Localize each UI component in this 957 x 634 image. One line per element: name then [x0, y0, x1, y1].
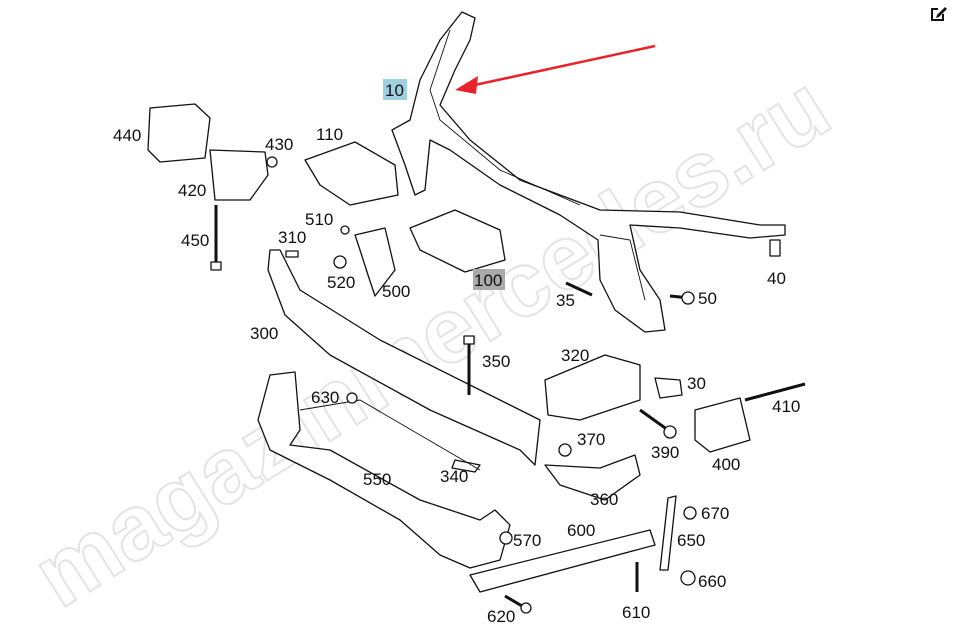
part-660[interactable]	[680, 570, 696, 586]
part-350[interactable]	[463, 335, 475, 395]
callout-40[interactable]: 40	[767, 269, 786, 288]
part-30[interactable]	[654, 377, 683, 399]
callout-630[interactable]: 630	[311, 388, 339, 407]
part-430[interactable]	[266, 156, 278, 168]
callout-440[interactable]: 440	[113, 126, 141, 145]
callout-450[interactable]: 450	[181, 231, 209, 250]
callout-620[interactable]: 620	[487, 607, 515, 626]
part-100[interactable]	[409, 209, 506, 273]
highlight-100	[473, 269, 505, 290]
callout-300[interactable]: 300	[250, 324, 278, 343]
part-570[interactable]	[499, 531, 513, 545]
part-410[interactable]	[744, 382, 806, 402]
part-310[interactable]	[285, 250, 299, 258]
callout-370[interactable]: 370	[577, 430, 605, 449]
callout-500[interactable]: 500	[382, 282, 410, 301]
callout-510[interactable]: 510	[305, 210, 333, 229]
part-620[interactable]	[504, 594, 532, 614]
callout-35[interactable]: 35	[556, 291, 575, 310]
callout-430[interactable]: 430	[265, 135, 293, 154]
part-450[interactable]	[210, 205, 222, 271]
callout-390[interactable]: 390	[651, 443, 679, 462]
part-600[interactable]	[469, 529, 656, 593]
callout-570[interactable]: 570	[513, 531, 541, 550]
part-420[interactable]	[209, 149, 269, 201]
callout-50[interactable]: 50	[698, 289, 717, 308]
callout-110[interactable]: 110	[316, 125, 343, 144]
part-360[interactable]	[544, 454, 641, 501]
callout-320[interactable]: 320	[561, 346, 589, 365]
callout-340[interactable]: 340	[440, 467, 468, 486]
part-440[interactable]	[147, 103, 211, 163]
edit-button[interactable]	[929, 4, 949, 22]
part-320[interactable]	[544, 354, 641, 421]
part-35[interactable]	[565, 281, 593, 297]
callout-360[interactable]: 360	[590, 490, 618, 509]
part-650[interactable]	[659, 495, 677, 571]
part-50[interactable]	[669, 291, 695, 305]
part-370[interactable]	[558, 443, 572, 457]
callout-350[interactable]: 350	[482, 352, 510, 371]
callout-660[interactable]: 660	[698, 572, 726, 591]
part-10-carrier[interactable]	[391, 11, 786, 333]
callout-400[interactable]: 400	[712, 455, 740, 474]
callout-600[interactable]: 600	[567, 521, 595, 540]
part-500[interactable]	[354, 227, 396, 297]
callout-520[interactable]: 520	[327, 273, 355, 292]
arrow	[455, 44, 656, 94]
part-550[interactable]	[257, 371, 511, 569]
part-340[interactable]	[451, 459, 481, 473]
part-520[interactable]	[333, 255, 347, 269]
callout-100[interactable]: 100	[474, 271, 502, 290]
part-670[interactable]	[683, 506, 697, 520]
callout-30[interactable]: 30	[687, 374, 706, 393]
part-300[interactable]	[267, 249, 541, 466]
part-40[interactable]	[769, 239, 781, 257]
highlight-10	[383, 79, 407, 100]
edit-icon	[931, 7, 947, 21]
part-110[interactable]	[304, 141, 399, 206]
callout-670[interactable]: 670	[701, 504, 729, 523]
callout-420[interactable]: 420	[178, 181, 206, 200]
part-630[interactable]	[346, 392, 358, 404]
callout-650[interactable]: 650	[677, 531, 705, 550]
part-400[interactable]	[694, 397, 751, 453]
callout-610[interactable]: 610	[622, 603, 650, 622]
part-390[interactable]	[639, 408, 677, 439]
callout-310[interactable]: 310	[278, 228, 306, 247]
callout-410[interactable]: 410	[772, 397, 800, 416]
callout-550[interactable]: 550	[363, 470, 391, 489]
callout-10[interactable]: 10	[385, 81, 404, 100]
part-510[interactable]	[340, 225, 350, 235]
